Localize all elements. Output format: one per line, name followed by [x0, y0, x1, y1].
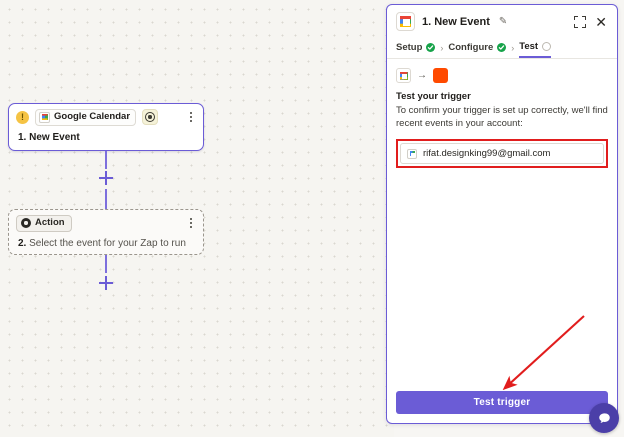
panel-footer: Test trigger: [387, 391, 617, 423]
tab-setup-label: Setup: [396, 42, 423, 53]
tab-configure-label: Configure: [448, 42, 494, 53]
flow-arrow-icon: →: [417, 70, 427, 81]
add-step-button-1[interactable]: [99, 171, 113, 185]
trigger-step-label: New Event: [29, 132, 80, 143]
step-detail-panel: 1. New Event ✎ ✕ Setup › Configure › Tes…: [386, 4, 618, 424]
edit-pencil-icon[interactable]: ✎: [498, 16, 508, 27]
trigger-step-card[interactable]: ! Google Calendar 1. New Event: [8, 103, 204, 151]
add-step-button-2[interactable]: [99, 276, 113, 290]
tab-setup[interactable]: Setup: [396, 37, 436, 58]
google-calendar-icon: [407, 148, 417, 159]
trigger-app-name: Google Calendar: [54, 111, 131, 123]
breadcrumb-separator: ›: [440, 42, 444, 53]
account-email: rifat.designking99@gmail.com: [423, 148, 551, 160]
test-trigger-button[interactable]: Test trigger: [396, 391, 608, 414]
account-highlight-box: rifat.designking99@gmail.com: [396, 139, 608, 169]
tab-configure[interactable]: Configure: [448, 37, 507, 58]
tab-test-label: Test: [519, 41, 539, 52]
action-badge: Action: [16, 214, 72, 232]
action-step-label: Select the event for your Zap to run: [29, 238, 186, 249]
action-step-number: 2.: [18, 238, 27, 249]
expand-icon[interactable]: [574, 15, 587, 28]
trigger-app-chip[interactable]: Google Calendar: [35, 108, 137, 126]
action-step-card[interactable]: Action 2. Select the event for your Zap …: [8, 209, 204, 255]
orange-app-icon: [433, 68, 448, 83]
breadcrumb-separator-2: ›: [511, 42, 515, 53]
warning-icon: !: [16, 110, 29, 124]
action-card-header: Action: [9, 210, 203, 236]
trigger-card-menu-button[interactable]: [185, 108, 197, 126]
app-flow-row: →: [396, 68, 608, 83]
close-icon[interactable]: ✕: [595, 13, 607, 30]
check-icon: [497, 43, 507, 52]
trigger-step-number: 1.: [18, 132, 27, 143]
target-icon: [142, 109, 159, 125]
google-calendar-icon: [396, 12, 415, 31]
test-section-title: Test your trigger: [396, 91, 471, 102]
panel-title: 1. New Event: [422, 15, 490, 28]
workflow-canvas: ! Google Calendar 1. New Event Action: [0, 0, 394, 437]
connector-line-mid: [105, 189, 107, 209]
google-calendar-icon: [396, 68, 411, 83]
action-card-subtitle: 2. Select the event for your Zap to run: [9, 236, 203, 250]
check-icon: [426, 43, 436, 52]
trigger-card-header: ! Google Calendar: [9, 104, 203, 130]
connector-line-bottom: [105, 255, 107, 273]
trigger-card-subtitle: 1. New Event: [9, 130, 203, 144]
account-row[interactable]: rifat.designking99@gmail.com: [400, 143, 604, 165]
gear-icon: [21, 218, 31, 228]
chat-bubble-icon: [598, 412, 610, 423]
panel-body: → Test your trigger To confirm your trig…: [387, 59, 617, 391]
google-calendar-icon: [39, 111, 50, 123]
pending-circle-icon: [542, 42, 552, 51]
connector-line-top: [105, 151, 107, 169]
panel-header-actions: ✕: [574, 15, 609, 29]
action-badge-label: Action: [35, 217, 65, 229]
tab-test[interactable]: Test: [519, 37, 552, 58]
step-breadcrumb: Setup › Configure › Test: [387, 37, 617, 59]
panel-header: 1. New Event ✎ ✕: [387, 5, 617, 37]
action-card-menu-button[interactable]: [185, 214, 197, 232]
chat-widget-button[interactable]: [589, 403, 619, 433]
test-section-description: To confirm your trigger is set up correc…: [396, 105, 608, 130]
